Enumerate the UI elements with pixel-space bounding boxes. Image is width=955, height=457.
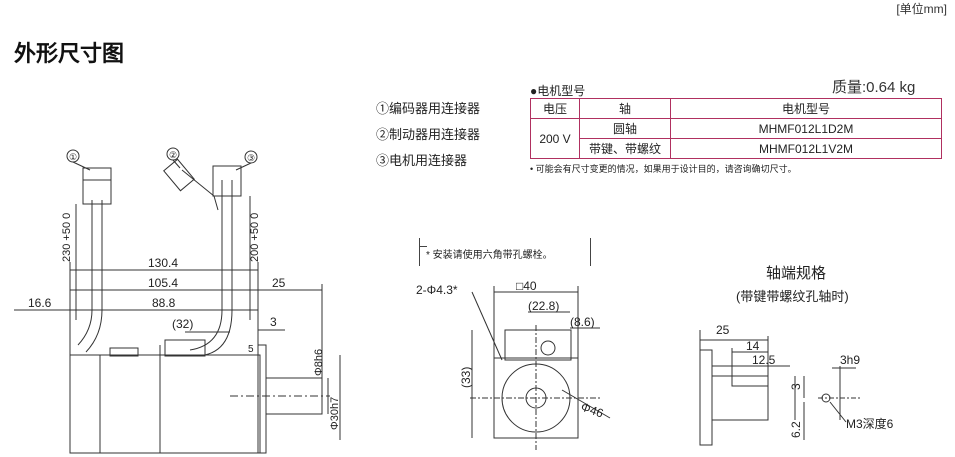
dim-3: 3: [789, 383, 803, 390]
tapped-hole: [821, 393, 831, 403]
page-title: 外形尺寸图: [14, 41, 125, 66]
shaft-body: [711, 375, 769, 421]
dim-130-4: 130.4: [148, 256, 178, 270]
dim-25: 25: [272, 276, 286, 290]
dim-3: 3: [270, 315, 277, 329]
model-cell: MHMF012L1V2M: [670, 138, 942, 159]
legend-marker: ③: [376, 153, 390, 168]
dim-12-5: 12.5: [752, 353, 776, 367]
shaft-spec-subtitle: (带键带螺纹孔轴时): [736, 289, 849, 304]
bolt-hint: * 安装请使用六角带孔螺栓。: [419, 238, 591, 266]
dim-phi46: Φ46: [579, 400, 606, 421]
dim-22-8: (22.8): [528, 299, 559, 313]
legend-marker: ②: [376, 127, 390, 142]
dim-holes: 2-Φ4.3*: [416, 283, 458, 297]
dim-25: 25: [716, 323, 730, 337]
shaft-end-drawing: 25 14 12.5 3h9 3 6.2 M3深度6: [699, 323, 894, 446]
dim-14: 14: [746, 339, 760, 353]
dim-square-40: □40: [516, 279, 537, 293]
side-marker-3: ③: [247, 153, 255, 163]
table-row: 带键、带螺纹 MHMF012L1V2M: [531, 138, 942, 159]
keyway: [731, 375, 769, 387]
voltage-cell: 200 V: [530, 118, 580, 159]
dim-m3: M3深度6: [846, 416, 894, 431]
connector-housing: [164, 339, 206, 357]
side-marker-1: ①: [69, 152, 77, 162]
shaft-cell: 带键、带螺纹: [579, 138, 671, 159]
mass-label: 质量:0.64 kg: [832, 79, 916, 96]
motor-connector: [212, 165, 242, 197]
header-voltage: 电压: [530, 98, 580, 119]
legend-marker: ①: [376, 101, 390, 116]
dim-6-2: 6.2: [789, 421, 803, 438]
dim-105-4: 105.4: [148, 276, 178, 290]
dim-cable-left: 230 +50 0: [61, 213, 73, 262]
dimension-note: • 可能会有尺寸变更的情况，如果用于设计目的，请咨询确切尺寸。: [530, 164, 797, 174]
legend-item-brake: ②制动器用连接器: [376, 124, 480, 143]
model-table: 电压 轴 电机型号 200 V 圆轴 MHMF012L1D2M 带键、带螺纹 M…: [530, 98, 942, 159]
front-view-drawing: 2-Φ4.3* □40 (22.8) (8.6) (33) Φ46: [416, 279, 611, 450]
legend-item-motor: ③电机用连接器: [376, 150, 467, 169]
legend-item-encoder: ①编码器用连接器: [376, 98, 480, 117]
table-header-row: 电压 轴 电机型号: [530, 98, 942, 119]
header-shaft: 轴: [579, 98, 671, 119]
dim-8-6: (8.6): [570, 315, 595, 329]
legend-label: 电机用连接器: [389, 153, 468, 168]
legend-label: 编码器用连接器: [389, 101, 481, 116]
motor-body: [69, 354, 261, 454]
shaft-flange: [699, 349, 713, 446]
table-row: 200 V 圆轴 MHMF012L1D2M: [530, 118, 942, 159]
encoder-connector: [82, 167, 112, 205]
dim-33: (33): [459, 367, 473, 388]
dim-3h9: 3h9: [840, 353, 860, 367]
side-marker-2: ②: [169, 150, 177, 160]
connector-box: [504, 329, 572, 361]
header-model: 电机型号: [670, 98, 942, 119]
encoder-cable: [77, 200, 93, 346]
model-section-label: ●电机型号: [530, 84, 586, 98]
dim-phi8h6: Φ8h6: [313, 349, 325, 376]
dim-32: (32): [172, 317, 193, 331]
dim-phi30h7: Φ30h7: [329, 397, 341, 430]
unit-label: [单位mm]: [896, 2, 947, 16]
legend-label: 制动器用连接器: [389, 127, 481, 142]
side-view-drawing: ① ② ③ 230 +50 0 200 +50 0 130.4 105.4 25…: [14, 147, 341, 454]
dim-16-6: 16.6: [28, 296, 52, 310]
model-cell: MHMF012L1D2M: [670, 118, 942, 139]
dim-88-8: 88.8: [152, 296, 176, 310]
brake-connector: [163, 158, 195, 192]
shaft-cell: 圆轴: [579, 118, 671, 139]
shaft-spec-title: 轴端规格: [766, 265, 827, 282]
dim-5: 5: [248, 344, 254, 355]
dim-cable-right: 200 +50 0: [249, 213, 261, 262]
